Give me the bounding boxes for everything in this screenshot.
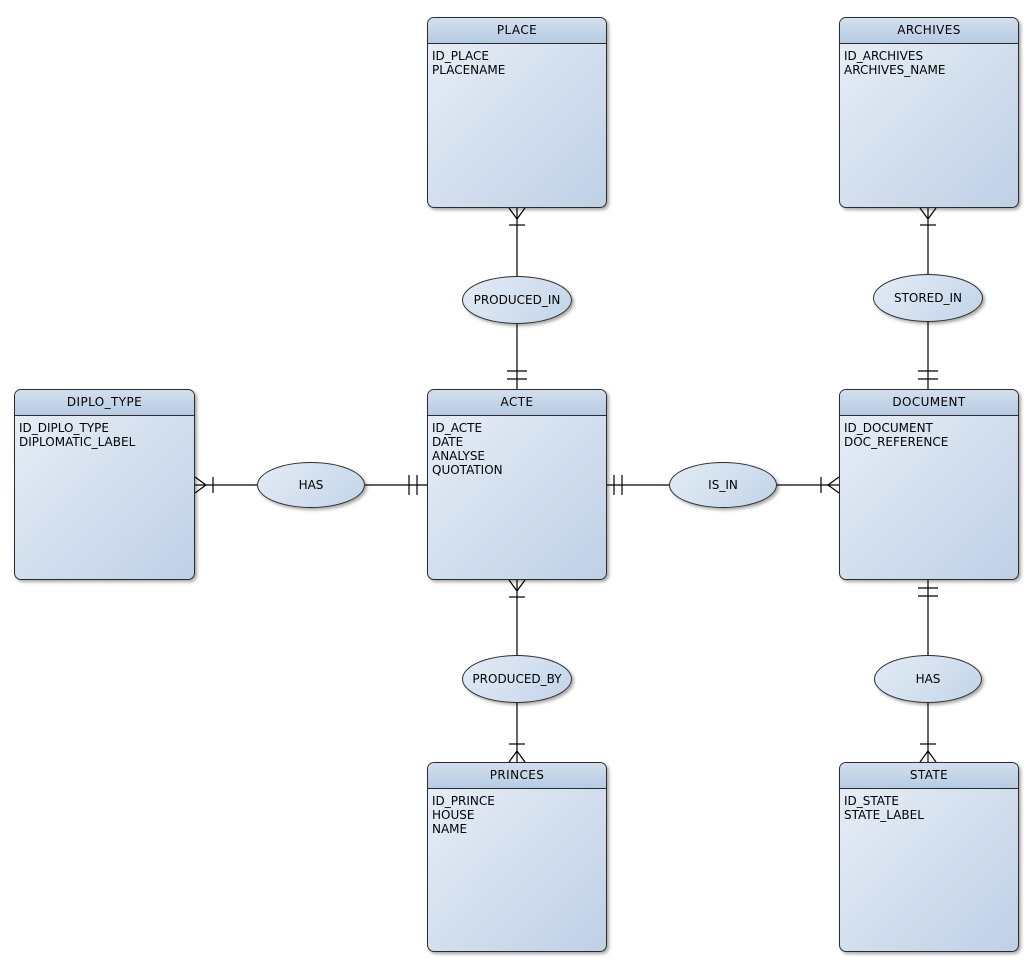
relationship-label: HAS [915, 672, 941, 686]
entity-attribute-list: ID_PLACE PLACENAME [428, 44, 606, 77]
attribute: ID_PRINCE [432, 794, 495, 808]
connector-stored-in-document [918, 322, 938, 389]
double-tick-icon [613, 475, 623, 495]
entity-title: ARCHIVES [840, 18, 1018, 44]
crows-foot-icon [919, 207, 937, 220]
attribute: HOUSE [432, 808, 475, 822]
connector-place-produced-in [508, 207, 526, 276]
attribute: ID_ACTE [432, 421, 483, 435]
connector-is-in-document [777, 476, 840, 494]
entity-princes[interactable]: PRINCES ID_PRINCE HOUSE NAME [427, 762, 607, 952]
attribute: DATE [432, 435, 464, 449]
double-tick-icon [408, 475, 418, 495]
connector-acte-produced-by [508, 579, 526, 655]
attribute: PLACENAME [432, 63, 506, 77]
entity-title: DOCUMENT [840, 390, 1018, 416]
attribute: QUOTATION [432, 463, 503, 477]
entity-attribute-list: ID_DOCUMENT DOC_REFERENCE [840, 416, 1018, 449]
connector-has-acte [365, 475, 427, 495]
relationship-produced-by[interactable]: PRODUCED_BY [462, 655, 572, 703]
relationship-label: HAS [298, 478, 324, 492]
relationship-label: STORED_IN [893, 291, 963, 305]
relationship-label: PRODUCED_BY [472, 672, 562, 686]
crows-foot-icon [194, 476, 207, 494]
entity-attribute-list: ID_ARCHIVES ARCHIVES_NAME [840, 44, 1018, 77]
entity-archives[interactable]: ARCHIVES ID_ARCHIVES ARCHIVES_NAME [839, 17, 1019, 208]
attribute: ARCHIVES_NAME [844, 63, 946, 77]
entity-document[interactable]: DOCUMENT ID_DOCUMENT DOC_REFERENCE [839, 389, 1019, 580]
entity-diplo-type[interactable]: DIPLO_TYPE ID_DIPLO_TYPE DIPLOMATIC_LABE… [14, 389, 195, 580]
entity-title: DIPLO_TYPE [15, 390, 194, 416]
connector-has-state [919, 703, 937, 763]
relationship-label: IS_IN [708, 478, 738, 492]
entity-place[interactable]: PLACE ID_PLACE PLACENAME [427, 17, 607, 208]
double-tick-icon [918, 370, 938, 380]
attribute: ID_STATE [844, 794, 899, 808]
entity-acte[interactable]: ACTE ID_ACTE DATE ANALYSE QUOTATION [427, 389, 607, 580]
connector-diplo-type-has [194, 476, 257, 494]
entity-title: ACTE [428, 390, 606, 416]
attribute: ANALYSE [432, 449, 486, 463]
connector-produced-by-princes [508, 703, 526, 763]
connector-produced-in-acte [507, 324, 527, 389]
crows-foot-icon [508, 579, 526, 592]
crows-foot-icon [508, 750, 526, 763]
attribute: STATE_LABEL [844, 808, 924, 822]
attribute: DIPLOMATIC_LABEL [19, 435, 136, 449]
relationship-has-document-state[interactable]: HAS [874, 655, 982, 703]
connector-acte-is-in [607, 475, 669, 495]
connector-archives-stored-in [919, 207, 937, 274]
entity-title: STATE [840, 763, 1018, 789]
attribute: ID_ARCHIVES [844, 49, 924, 63]
entity-title: PLACE [428, 18, 606, 44]
double-tick-icon [507, 370, 527, 380]
entity-attribute-list: ID_STATE STATE_LABEL [840, 789, 1018, 822]
attribute: ID_DIPLO_TYPE [19, 421, 109, 435]
attribute: ID_DOCUMENT [844, 421, 933, 435]
relationship-label: PRODUCED_IN [473, 293, 561, 307]
relationship-stored-in[interactable]: STORED_IN [873, 274, 983, 322]
attribute: DOC_REFERENCE [844, 435, 949, 449]
crows-foot-icon [508, 207, 526, 220]
entity-attribute-list: ID_DIPLO_TYPE DIPLOMATIC_LABEL [15, 416, 194, 449]
relationship-has-diplo-type-acte[interactable]: HAS [257, 462, 365, 508]
crows-foot-icon [919, 750, 937, 763]
relationship-is-in[interactable]: IS_IN [669, 462, 777, 508]
entity-attribute-list: ID_ACTE DATE ANALYSE QUOTATION [428, 416, 606, 477]
entity-title: PRINCES [428, 763, 606, 789]
relationship-produced-in[interactable]: PRODUCED_IN [462, 276, 572, 324]
entity-attribute-list: ID_PRINCE HOUSE NAME [428, 789, 606, 836]
crows-foot-icon [827, 476, 840, 494]
entity-state[interactable]: STATE ID_STATE STATE_LABEL [839, 762, 1019, 952]
attribute: NAME [432, 822, 468, 836]
double-tick-icon [918, 587, 938, 597]
connector-document-has [918, 580, 938, 655]
attribute: ID_PLACE [432, 49, 489, 63]
